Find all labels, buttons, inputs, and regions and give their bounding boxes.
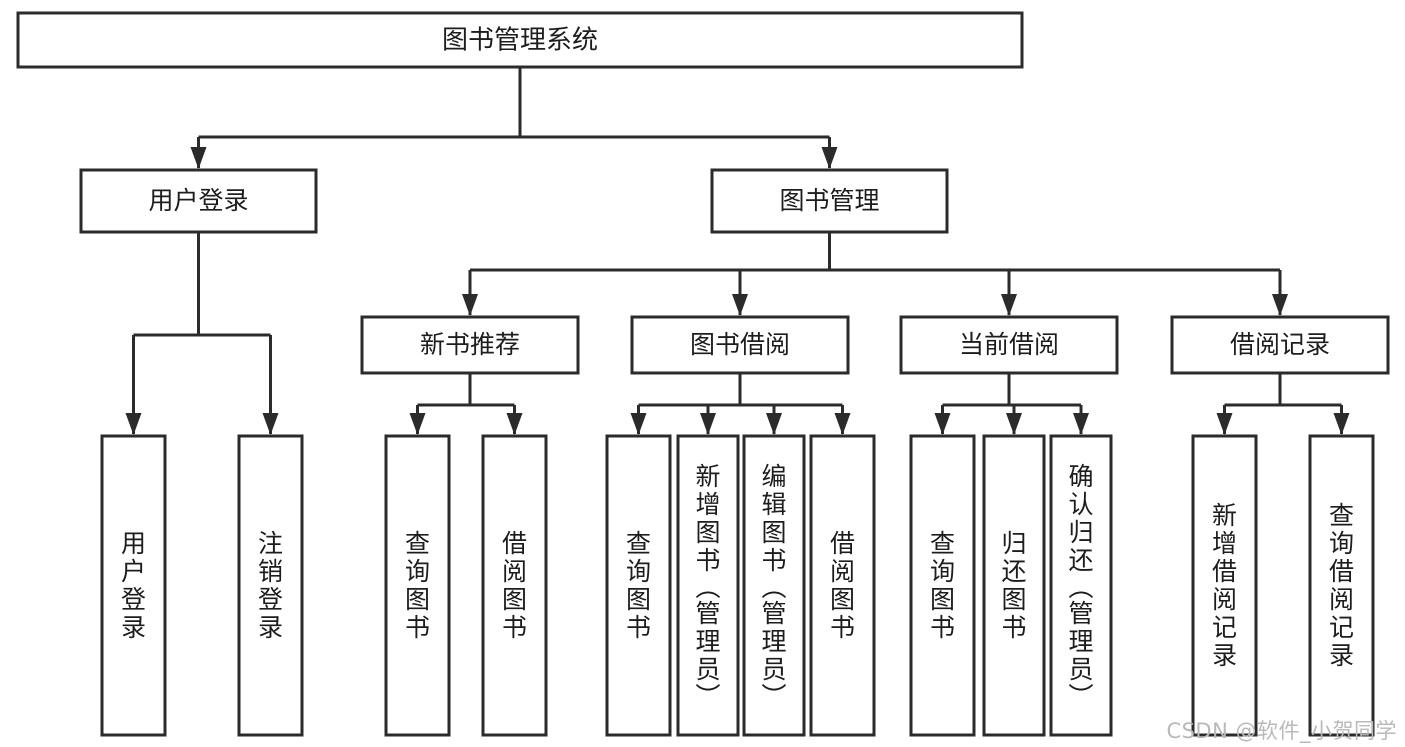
node-label: 新书推荐 xyxy=(420,330,520,359)
arrow-head-icon xyxy=(1073,413,1089,435)
arrow-head-icon xyxy=(700,413,716,435)
arrow-head-icon xyxy=(821,147,838,169)
node-box xyxy=(809,434,876,737)
node-user-login[interactable]: 用户登录 xyxy=(79,168,318,234)
arrow-head-icon xyxy=(732,294,748,316)
node-new-book-rec[interactable]: 新书推荐 xyxy=(360,315,580,375)
node-box xyxy=(899,315,1119,375)
node-leaf-borrow-book-rec[interactable] xyxy=(481,434,548,737)
node-box xyxy=(481,434,548,737)
node-label: 图书管理 xyxy=(779,186,879,215)
arrow-head-icon xyxy=(506,413,523,435)
arrow-head-icon xyxy=(190,147,207,169)
node-label: 用户登录 xyxy=(148,186,248,215)
node-box xyxy=(630,315,850,375)
node-label: 图书借阅 xyxy=(690,330,790,359)
node-box xyxy=(100,434,167,737)
node-leaf-add-record[interactable] xyxy=(1191,434,1258,737)
arrow-head-icon xyxy=(1006,413,1022,435)
node-box xyxy=(1170,315,1390,375)
node-leaf-confirm-return[interactable] xyxy=(1049,434,1113,737)
arrow-head-icon xyxy=(934,413,951,435)
node-leaf-edit-book[interactable] xyxy=(742,434,806,737)
node-leaf-query-book-cur[interactable] xyxy=(909,434,976,737)
node-leaf-return-book[interactable] xyxy=(982,434,1046,737)
node-leaf-borrow-book[interactable] xyxy=(809,434,876,737)
node-box xyxy=(909,434,976,737)
node-box xyxy=(360,315,580,375)
node-leaf-query-record[interactable] xyxy=(1308,434,1375,737)
node-leaf-query-book-borrow[interactable] xyxy=(605,434,672,737)
arrow-head-icon xyxy=(409,413,426,435)
arrow-head-icon xyxy=(630,413,647,435)
node-label: 借阅记录 xyxy=(1230,330,1330,359)
node-label: 图书管理系统 xyxy=(442,26,598,56)
arrow-head-icon xyxy=(1272,294,1288,316)
node-box xyxy=(1191,434,1258,737)
node-box xyxy=(384,434,451,737)
arrow-head-icon xyxy=(834,413,851,435)
arrow-head-icon xyxy=(1001,294,1017,316)
node-leaf-query-book-rec[interactable] xyxy=(384,434,451,737)
node-box xyxy=(605,434,672,737)
node-box xyxy=(1049,434,1113,737)
node-box xyxy=(79,168,318,234)
node-box xyxy=(237,434,304,737)
node-box xyxy=(710,168,949,234)
node-box xyxy=(676,434,740,737)
node-book-borrow[interactable]: 图书借阅 xyxy=(630,315,850,375)
arrow-head-icon xyxy=(1216,413,1233,435)
node-box xyxy=(1308,434,1375,737)
node-box xyxy=(982,434,1046,737)
node-box xyxy=(16,11,1024,69)
node-box xyxy=(742,434,806,737)
node-leaf-user-login[interactable] xyxy=(100,434,167,737)
arrow-head-icon xyxy=(462,294,478,316)
node-current-borrow[interactable]: 当前借阅 xyxy=(899,315,1119,375)
arrow-head-icon xyxy=(125,413,142,435)
node-leaf-user-logout[interactable] xyxy=(237,434,304,737)
node-leaf-add-book[interactable] xyxy=(676,434,740,737)
node-root[interactable]: 图书管理系统 xyxy=(16,11,1024,69)
connector-layer xyxy=(125,67,1350,435)
node-borrow-record[interactable]: 借阅记录 xyxy=(1170,315,1390,375)
arrow-head-icon xyxy=(1333,413,1350,435)
node-book-manage[interactable]: 图书管理 xyxy=(710,168,949,234)
node-label: 当前借阅 xyxy=(959,330,1059,359)
arrow-head-icon xyxy=(262,413,279,435)
arrow-head-icon xyxy=(766,413,782,435)
